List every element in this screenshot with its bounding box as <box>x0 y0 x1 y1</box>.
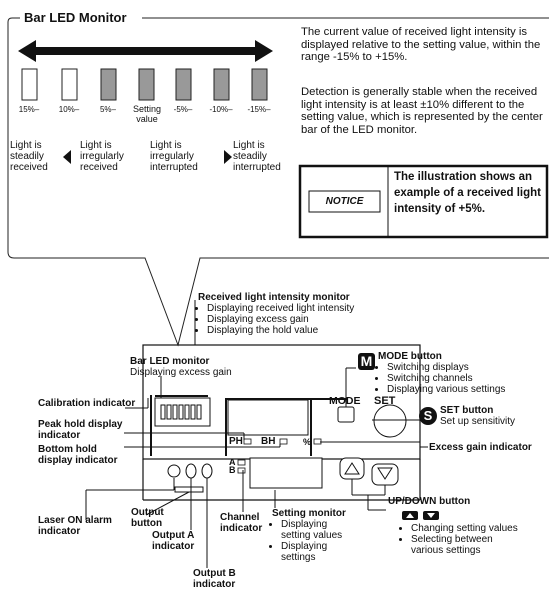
set-button-sub: Set up sensitivity <box>440 416 516 427</box>
state-steadily-interrupted: Light is steadily interrupted <box>233 140 281 173</box>
rlim-item: Displaying excess gain <box>207 314 354 325</box>
range-double-arrow <box>18 40 273 62</box>
excess-gain-label: Excess gain indicator <box>429 442 532 453</box>
bar-label: 5%– <box>99 105 116 114</box>
bar-label: 10%– <box>58 105 80 114</box>
rlim-title: Received light intensity monitor <box>198 292 350 303</box>
set-button-text: SET <box>374 395 396 407</box>
mode-button-title: MODE button <box>378 351 442 362</box>
mode-item: Switching displays <box>387 362 505 373</box>
bar-led-monitor-sub: Displaying excess gain <box>130 367 232 378</box>
setting-monitor-list: Displaying setting values Displaying set… <box>272 519 345 563</box>
description-p2: Detection is generally stable when the r… <box>301 86 543 136</box>
arrow-right-icon <box>224 150 232 164</box>
output-a-label: Output A indicator <box>152 530 195 552</box>
state-steadily-received: Light is steadily received <box>10 140 48 173</box>
mode-button-text: MODE <box>329 395 361 407</box>
updown-list: Changing setting values Selecting betwee… <box>402 523 521 556</box>
mode-m-icon <box>358 353 375 370</box>
state-irregularly-received: Light is irregularly received <box>80 140 124 173</box>
led-bars <box>21 68 268 101</box>
bar-label: -10%– <box>209 105 233 114</box>
notice-text: The illustration shows an example of a r… <box>394 171 542 215</box>
set-s-letter: S <box>423 408 433 423</box>
set-button-title: SET button <box>440 405 494 416</box>
rlim-item: Displaying received light intensity <box>207 303 354 314</box>
bottom-hold-label: Bottom hold display indicator <box>38 444 118 466</box>
bar-label: 15%– <box>18 105 40 114</box>
updown-title: UP/DOWN button <box>388 496 471 507</box>
output-b-label: Output B indicator <box>193 568 236 590</box>
laser-on-label: Laser ON alarm indicator <box>38 515 112 537</box>
ph-label: PH <box>229 436 243 447</box>
channel-b-label: B <box>229 465 236 475</box>
bar-label: -5%– <box>173 105 193 114</box>
setting-monitor-title: Setting monitor <box>272 508 346 519</box>
mode-item: Displaying various settings <box>387 384 505 395</box>
sensor-device <box>142 344 421 493</box>
bar-label: -15%– <box>247 105 271 114</box>
setting-monitor-item: Displaying setting values <box>281 519 345 541</box>
updown-item: Selecting between various settings <box>411 534 521 556</box>
channel-a-label: A <box>229 457 236 467</box>
rlim-item: Displaying the hold value <box>207 325 354 336</box>
bar-label: Setting value <box>132 104 162 124</box>
mode-button-list: Switching displays Switching channels Di… <box>378 362 505 395</box>
notice-label: NOTICE <box>325 196 364 207</box>
bar-led-monitor-title: Bar LED monitor <box>130 356 210 367</box>
setting-monitor-item: Displaying settings <box>281 541 345 563</box>
set-s-icon <box>419 407 437 425</box>
bar-led-title: Bar LED Monitor <box>24 10 127 25</box>
arrow-left-icon <box>63 150 71 164</box>
output-button-label: Output button <box>131 507 164 529</box>
peak-hold-label: Peak hold display indicator <box>38 419 123 441</box>
percent-label: % <box>303 437 312 447</box>
mode-item: Switching channels <box>387 373 505 384</box>
description-p1: The current value of received light inte… <box>301 26 541 64</box>
channel-indicator-label: Channel indicator <box>220 512 263 534</box>
calibration-indicator-label: Calibration indicator <box>38 398 136 409</box>
updown-item: Changing setting values <box>411 523 521 534</box>
bh-label: BH <box>261 436 276 447</box>
state-irregularly-interrupted: Light is irregularly interrupted <box>150 140 198 173</box>
mode-m-letter: M <box>360 353 373 369</box>
rlim-list: Displaying received light intensity Disp… <box>198 303 354 336</box>
